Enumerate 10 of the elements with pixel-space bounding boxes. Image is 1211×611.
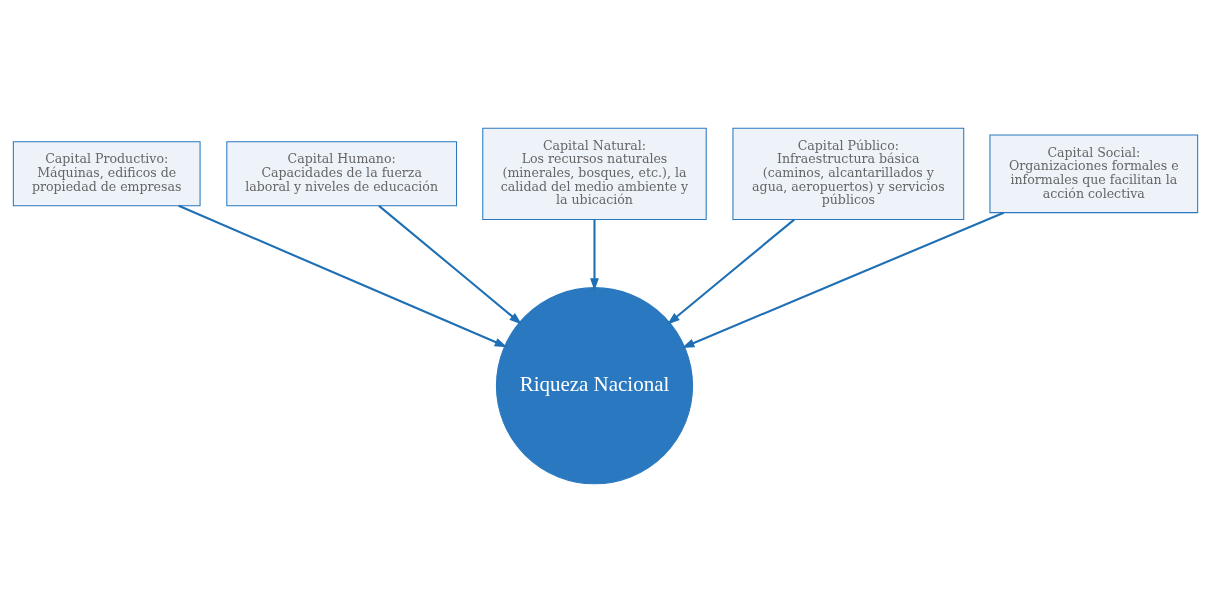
arrow: [667, 218, 795, 324]
node-box: Capital Natural: Los recursos naturales (minerales, bosques, etc.), la calidad del medio ambiente y la ubicación: [482, 127, 707, 220]
node-box: Capital Público: Infraestructura básica (caminos, alcantarillados y agua, aeropuertos) y servicios públicos: [732, 127, 965, 220]
node-box: Capital Humano: Capacidades de la fuerza laboral y niveles de educación: [226, 140, 458, 206]
arrow: [178, 204, 508, 347]
arrow: [590, 219, 599, 291]
arrow: [378, 204, 522, 324]
node-box: Capital Social: Organizaciones formales e informales que facilitan la acción colectiva: [989, 134, 1199, 213]
node-box: Capital Productivo: Máquinas, edificos de propiedad de empresas: [12, 140, 201, 206]
arrow: [681, 211, 1005, 348]
